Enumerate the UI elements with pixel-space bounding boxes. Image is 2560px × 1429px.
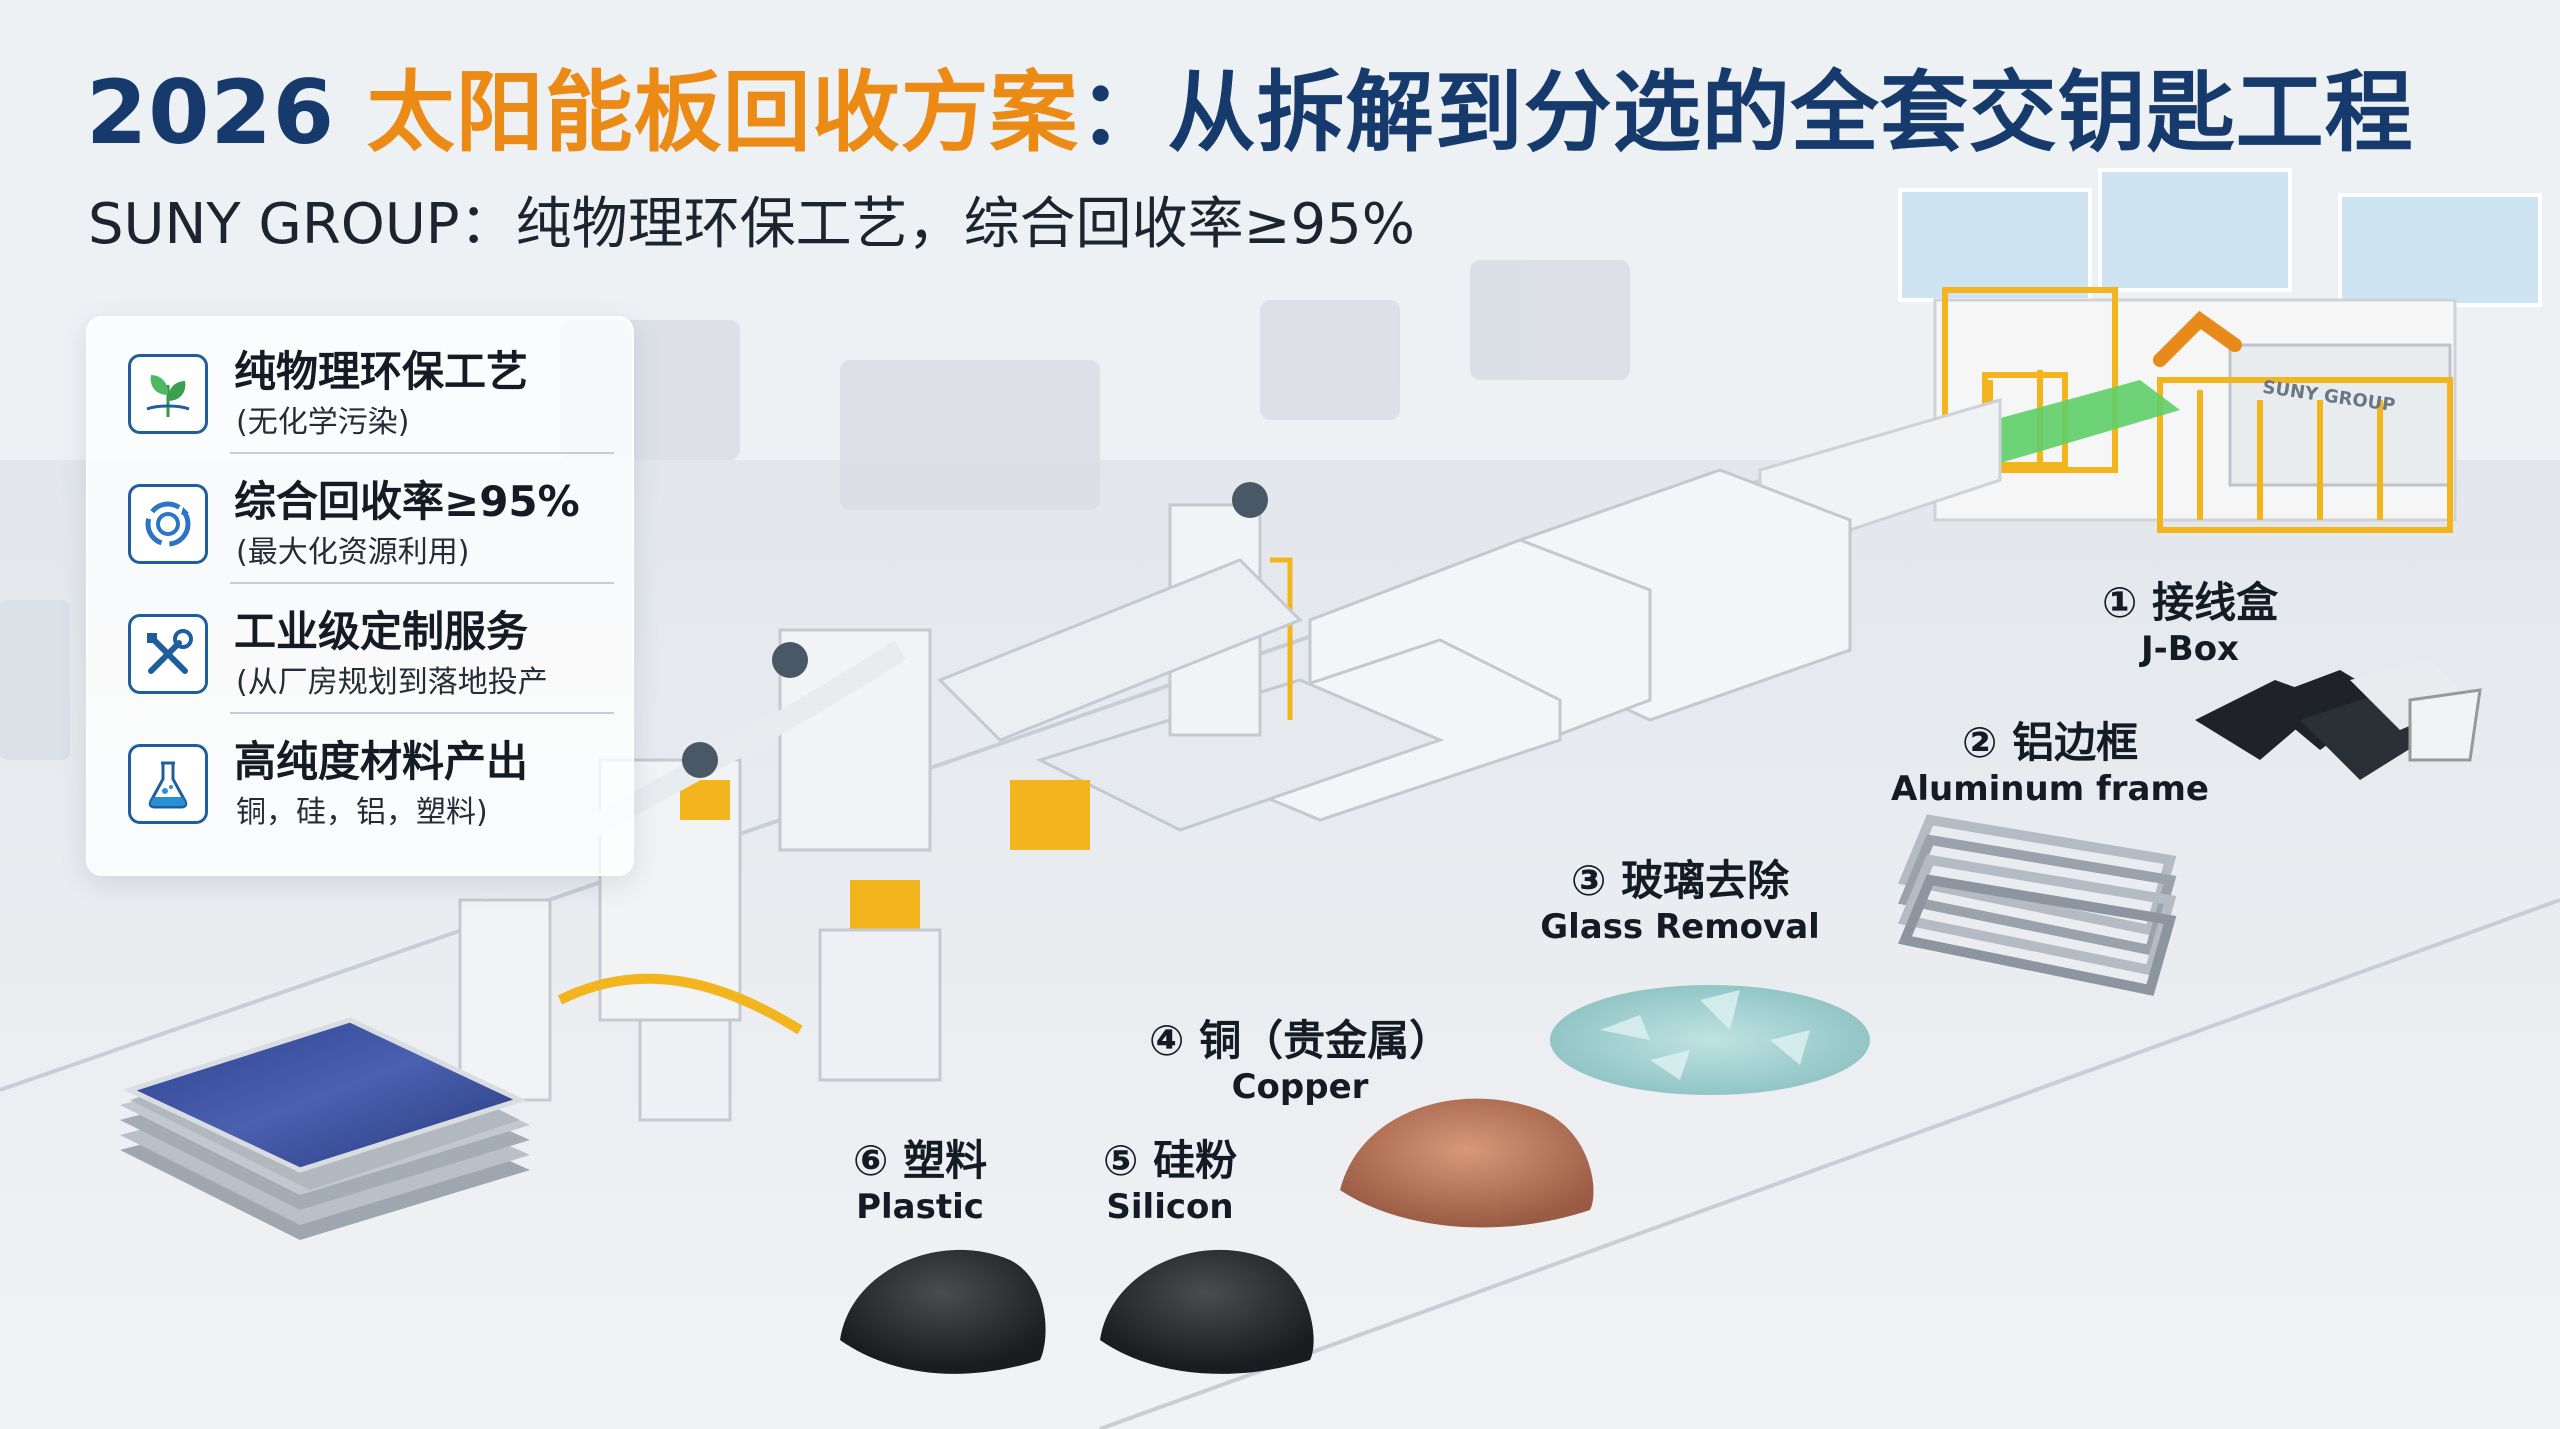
flask-icon — [128, 744, 208, 824]
title-accent: 太阳能板回收方案 — [366, 61, 1079, 164]
title-year: 2026 — [86, 61, 335, 164]
features-panel: 纯物理环保工艺 (无化学污染) 综合回收率≥95% (最大化资源利用) 工业级定… — [86, 316, 634, 876]
label-cn: ⑤ 硅粉 — [1102, 1136, 1238, 1185]
label-aluminum-frame: ② 铝边框 Aluminum frame — [1850, 718, 2250, 810]
divider — [230, 582, 614, 584]
label-cn: ④ 铜（贵金属） — [1148, 1016, 1452, 1065]
label-copper: ④ 铜（贵金属） Copper — [1140, 1016, 1460, 1108]
feature-subtitle: (无化学污染) — [236, 405, 410, 440]
silicon-pile — [1100, 1249, 1314, 1374]
recycle-icon — [128, 484, 208, 564]
plastic-pile — [840, 1249, 1046, 1374]
leaf-icon — [128, 354, 208, 434]
feature-title: 纯物理环保工艺 — [234, 347, 529, 396]
label-glass-removal: ③ 玻璃去除 Glass Removal — [1500, 856, 1860, 948]
aluminum-frame-stack — [1898, 814, 2177, 996]
label-en: Aluminum frame — [1891, 769, 2209, 809]
glass-pile — [1550, 985, 1870, 1095]
title-main: ：从拆解到分选的全套交钥匙工程 — [1078, 61, 2414, 164]
feature-title: 高纯度材料产出 — [234, 737, 529, 786]
feature-subtitle: (从厂房规划到落地投产 — [236, 665, 548, 700]
label-en: Glass Removal — [1540, 907, 1820, 947]
page-title: 2026 太阳能板回收方案：从拆解到分选的全套交钥匙工程 — [86, 58, 2414, 168]
label-cn: ⑥ 塑料 — [852, 1136, 988, 1185]
feature-item: 工业级定制服务 (从厂房规划到落地投产 — [110, 586, 620, 714]
tools-icon — [128, 614, 208, 694]
feature-subtitle: (最大化资源利用) — [236, 535, 470, 570]
factory-windows — [1898, 168, 2542, 307]
feature-item: 综合回收率≥95% (最大化资源利用) — [110, 456, 620, 584]
page-subtitle: SUNY GROUP：纯物理环保工艺，综合回收率≥95% — [88, 192, 1415, 257]
label-en: J-Box — [2141, 629, 2239, 669]
label-en: Plastic — [856, 1187, 984, 1227]
label-en: Silicon — [1106, 1187, 1234, 1227]
label-silicon: ⑤ 硅粉 Silicon — [1080, 1136, 1260, 1228]
label-cn: ③ 玻璃去除 — [1570, 856, 1790, 905]
feature-subtitle: 铜，硅，铝，塑料) — [236, 795, 488, 830]
feature-item: 高纯度材料产出 铜，硅，铝，塑料) — [110, 716, 620, 844]
copper-pile — [1340, 1098, 1594, 1228]
label-en: Copper — [1231, 1067, 1369, 1107]
divider — [230, 452, 614, 454]
feature-title: 综合回收率≥95% — [234, 477, 580, 526]
divider — [230, 712, 614, 714]
glass-removal-line — [1035, 468, 1852, 832]
label-cn: ① 接线盒 — [2101, 578, 2279, 627]
feature-item: 纯物理环保工艺 (无化学污染) — [110, 326, 620, 454]
label-jbox: ① 接线盒 J-Box — [2055, 578, 2325, 670]
label-plastic: ⑥ 塑料 Plastic — [830, 1136, 1010, 1228]
solar-panel-stack — [120, 1017, 530, 1240]
jbox-pile — [2195, 660, 2482, 780]
feature-title: 工业级定制服务 — [234, 607, 529, 656]
label-cn: ② 铝边框 — [1961, 718, 2139, 767]
